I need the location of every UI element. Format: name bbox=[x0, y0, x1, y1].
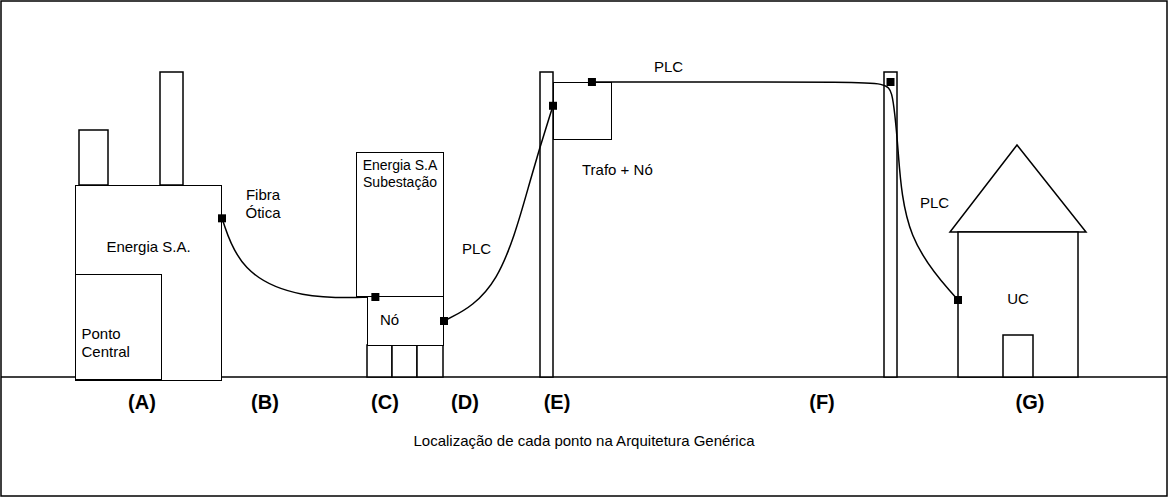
junction-square bbox=[549, 102, 557, 110]
point-letter: (C) bbox=[369, 390, 401, 414]
point-letter: (E) bbox=[542, 390, 573, 414]
point-letter: (A) bbox=[126, 390, 158, 414]
pole bbox=[540, 72, 553, 377]
chimney bbox=[160, 72, 183, 185]
transformer-box: Trafo + Nó bbox=[553, 82, 612, 140]
house-wall bbox=[958, 232, 1078, 377]
caption: Localização de cada ponto na Arquitetura… bbox=[411, 432, 756, 450]
point-letter: (G) bbox=[1014, 390, 1047, 414]
node-text: Energia S.A. bbox=[82, 238, 215, 256]
substation-box: Energia S.A Subestação bbox=[356, 152, 444, 297]
point-letter: (B) bbox=[249, 390, 281, 414]
node-text: Ponto Central bbox=[82, 325, 157, 361]
house-roof bbox=[950, 145, 1086, 232]
junction-square bbox=[440, 317, 448, 325]
chimney bbox=[79, 130, 108, 185]
point-letter: (F) bbox=[807, 390, 837, 414]
point-letter: (D) bbox=[449, 390, 481, 414]
link-label: Fibra Ótica bbox=[238, 186, 288, 222]
node-text: Energia S.A Subestação bbox=[360, 157, 440, 191]
junction-square bbox=[954, 296, 962, 304]
control-center-box: Ponto Central bbox=[75, 274, 162, 380]
node-text: UC bbox=[962, 290, 1074, 308]
link-label: PLC bbox=[652, 58, 685, 76]
substation-leg bbox=[417, 345, 443, 377]
consumer-unit: UC bbox=[958, 278, 1078, 322]
substation-leg bbox=[392, 345, 417, 377]
node-text: Trafo + Nó bbox=[582, 161, 653, 179]
junction-square bbox=[588, 78, 596, 86]
junction-square bbox=[371, 293, 379, 301]
junction-square bbox=[887, 78, 895, 86]
house-door bbox=[1003, 335, 1033, 377]
link-line bbox=[444, 106, 553, 321]
junction-square bbox=[218, 214, 226, 222]
node-box: Nó bbox=[367, 296, 444, 346]
link-label: PLC bbox=[460, 240, 493, 258]
building: Ponto Central Energia S.A. bbox=[75, 185, 222, 381]
substation-leg bbox=[367, 345, 392, 377]
node-text: Nó bbox=[380, 311, 439, 329]
link-line bbox=[222, 218, 375, 297]
link-line bbox=[592, 82, 958, 300]
link-label: PLC bbox=[918, 194, 951, 212]
